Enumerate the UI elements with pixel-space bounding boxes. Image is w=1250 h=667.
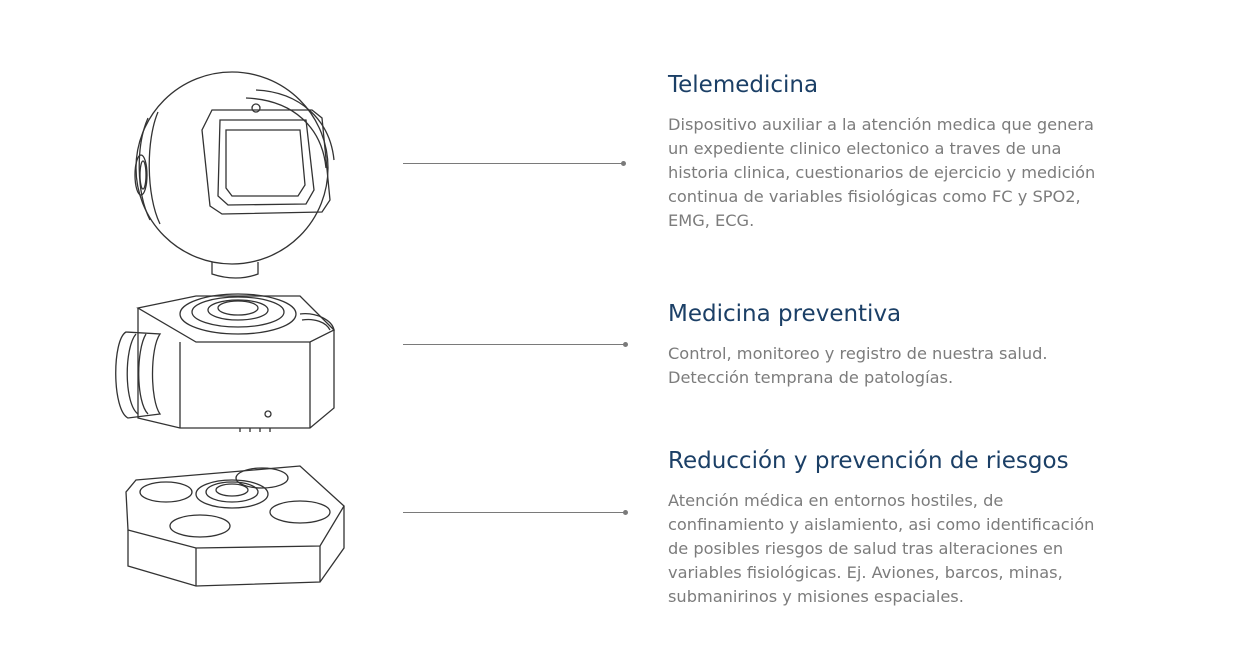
description-line: un expediente clinico electonico a trave… — [668, 139, 1062, 158]
description-line: continua de variables fisiológicas como … — [668, 187, 1081, 206]
feature-telemedicina: Telemedicina Dispositivo auxiliar a la a… — [668, 70, 1148, 233]
feature-title: Medicina preventiva — [668, 301, 902, 327]
base-dock-module-icon — [122, 464, 348, 590]
description-line: Dispositivo auxiliar a la atención medic… — [668, 115, 1094, 134]
description-line: EMG, ECG. — [668, 211, 755, 230]
feature-title: Reducción y prevención de riesgos — [668, 448, 1069, 474]
feature-description: Dispositivo auxiliar a la atención medic… — [668, 113, 1138, 233]
processing-unit-module-icon — [112, 292, 340, 434]
feature-reduccion-prevencion-riesgos: Reducción y prevención de riesgos Atenci… — [668, 446, 1148, 609]
description-line: de posibles riesgos de salud tras altera… — [668, 539, 1064, 558]
description-line: historia clinica, cuestionarios de ejerc… — [668, 163, 1096, 182]
feature-medicina-preventiva: Medicina preventiva Control, monitoreo y… — [668, 299, 1148, 390]
description-line: Atención médica en entornos hostiles, de — [668, 491, 1004, 510]
description-line: confinamiento y aislamiento, asi como id… — [668, 515, 1095, 534]
connector-line-reduccion-riesgos — [403, 509, 628, 515]
feature-description: Control, monitoreo y registro de nuestra… — [668, 342, 1138, 390]
connector-line-telemedicina — [403, 160, 626, 166]
sphere-sensor-module-icon — [128, 66, 340, 280]
description-line: variables fisiológicas. Ej. Aviones, bar… — [668, 563, 1063, 582]
connector-line-medicina-preventiva — [403, 341, 628, 347]
description-line: Control, monitoreo y registro de nuestra… — [668, 344, 1048, 363]
feature-title: Telemedicina — [668, 72, 819, 98]
description-line: Detección temprana de patologías. — [668, 368, 954, 387]
description-line: submanirinos y misiones espaciales. — [668, 587, 964, 606]
feature-description: Atención médica en entornos hostiles, de… — [668, 489, 1138, 609]
